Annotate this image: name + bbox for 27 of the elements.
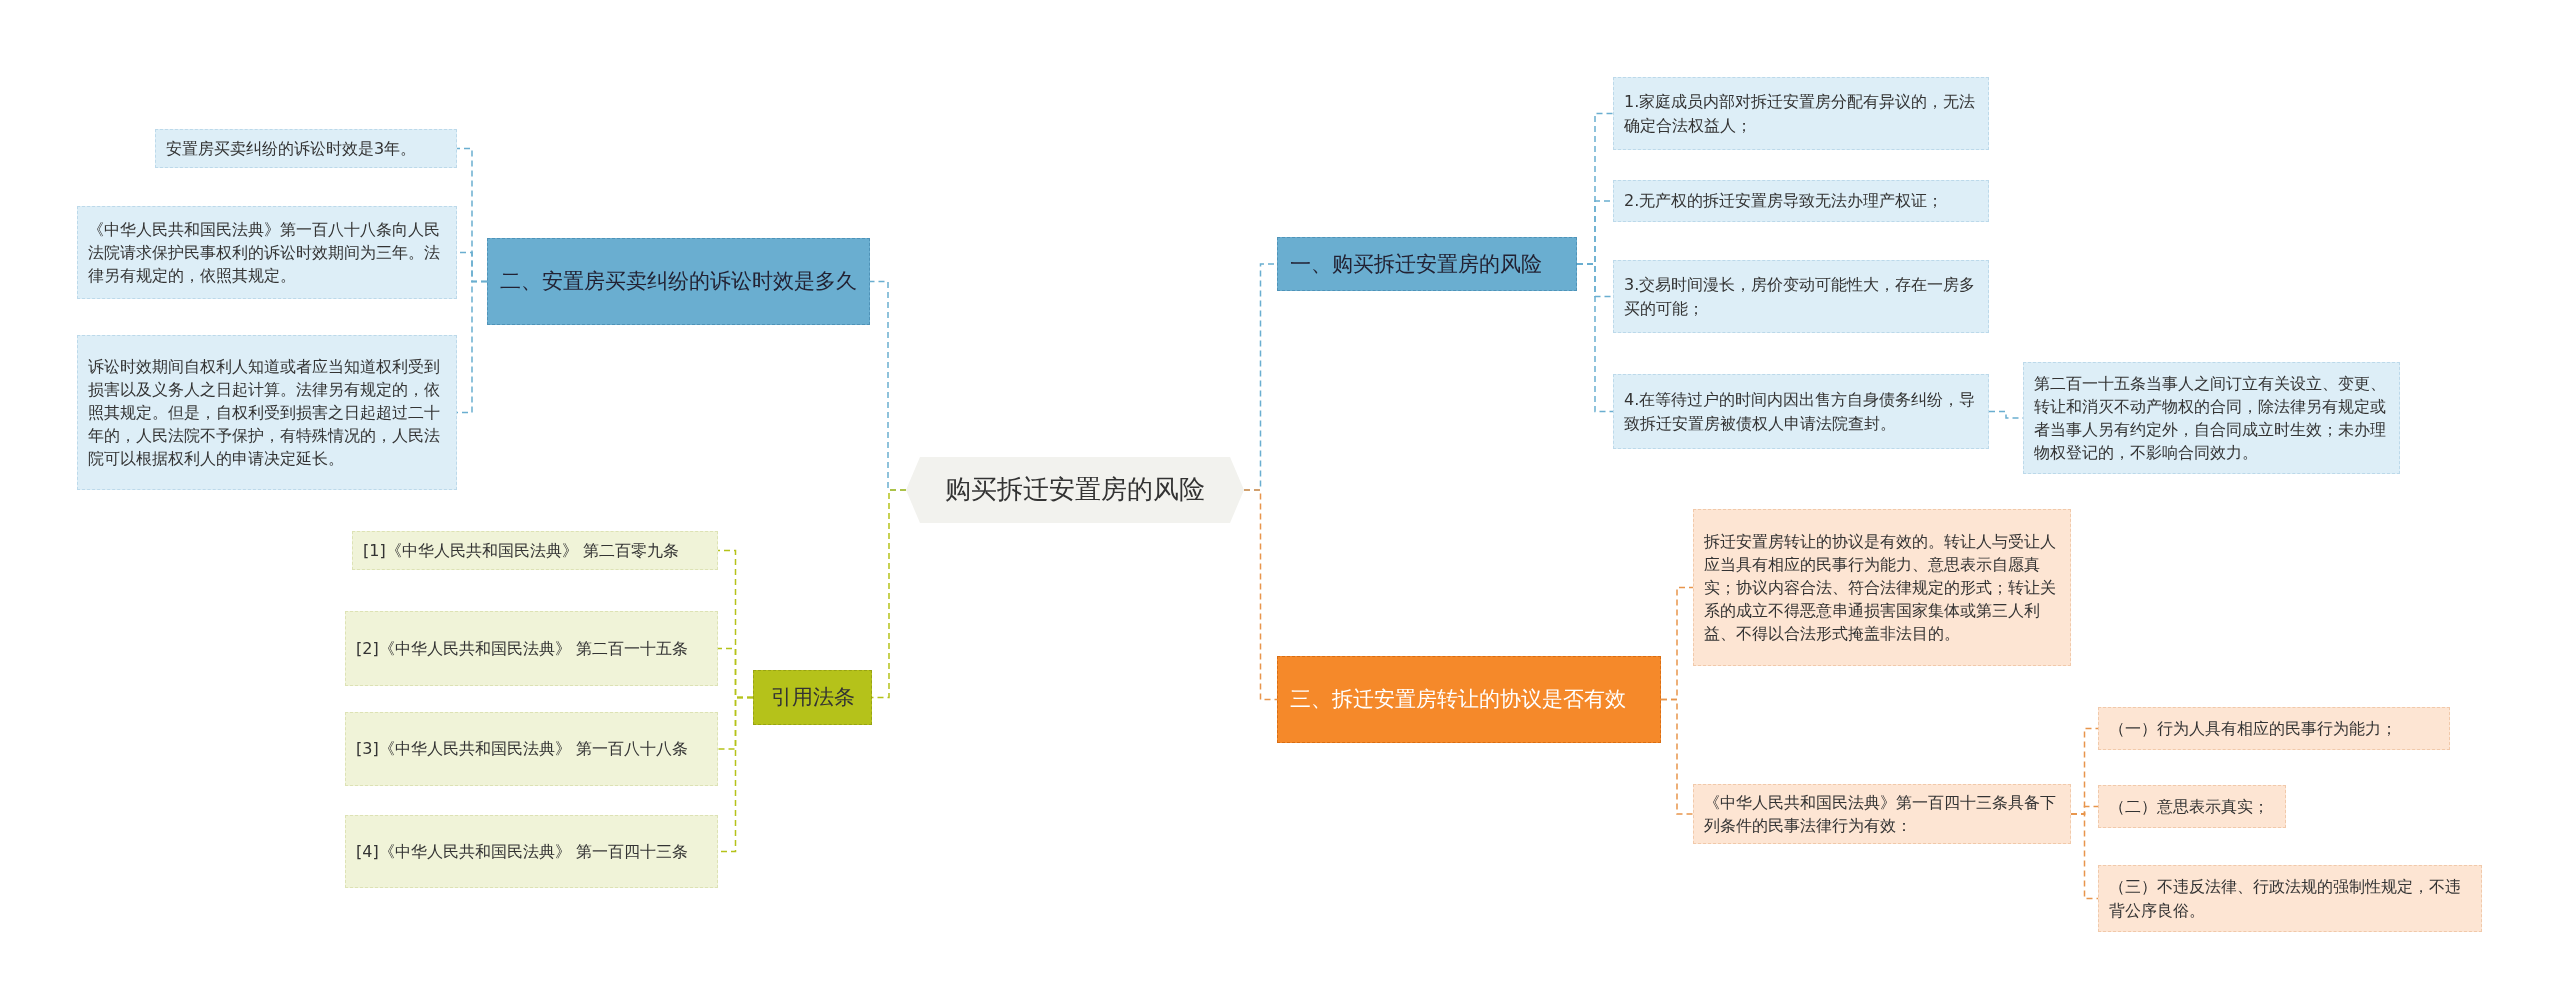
connector-line <box>1576 263 1614 413</box>
connector-line <box>1243 489 1278 701</box>
subtopic-box: （二）意思表示真实； <box>2098 785 2286 828</box>
subtopic-box: 2.无产权的拆迁安置房导致无法办理产权证； <box>1613 180 1989 222</box>
subtopic-box: [3]《中华人民共和国民法典》 第一百八十八条 <box>345 712 718 786</box>
subtopic-box: [1]《中华人民共和国民法典》 第二百零九条 <box>352 531 718 570</box>
subtopic-box: 第二百一十五条当事人之间订立有关设立、变更、转让和消灭不动产物权的合同，除法律另有规定或者当事人另有约定外，自合同成立时生效；未办理物权登记的，不影响合同效力。 <box>2023 362 2400 474</box>
subtopic-box: 3.交易时间漫长，房价变动可能性大，存在一房多买的可能； <box>1613 260 1989 333</box>
connector-line <box>1660 698 1694 815</box>
subtopic-box: 安置房买卖纠纷的诉讼时效是3年。 <box>155 129 457 168</box>
branch-topic: 引用法条 <box>753 670 872 725</box>
connector-line <box>2070 813 2099 900</box>
branch-topic: 一、购买拆迁安置房的风险 <box>1277 237 1577 291</box>
subtopic-box: 《中华人民共和国民法典》第一百四十三条具备下列条件的民事法律行为有效： <box>1693 784 2071 844</box>
subtopic-box: 4.在等待过户的时间内因出售方自身债务纠纷，导致拆迁安置房被债权人申请法院查封。 <box>1613 374 1989 449</box>
central-topic: 购买拆迁安置房的风险 <box>906 457 1244 523</box>
subtopic-box: 1.家庭成员内部对拆迁安置房分配有异议的，无法确定合法权益人； <box>1613 77 1989 150</box>
branch-topic: 三、拆迁安置房转让的协议是否有效 <box>1277 656 1661 743</box>
subtopic-box: （一）行为人具有相应的民事行为能力； <box>2098 707 2450 750</box>
subtopic-box: 拆迁安置房转让的协议是有效的。转让人与受让人应当具有相应的民事行为能力、意思表示自愿真实；协议内容合法、符合法律规定的形式；转让关系的成立不得恶意串通损害国家集体或第三人利益、不得以合法形式掩盖非法目的。 <box>1693 509 2071 666</box>
subtopic-box: [4]《中华人民共和国民法典》 第一百四十三条 <box>345 815 718 888</box>
branch-topic: 二、安置房买卖纠纷的诉讼时效是多久 <box>487 238 870 325</box>
connector-line <box>871 489 907 699</box>
subtopic-box: （三）不违反法律、行政法规的强制性规定，不违背公序良俗。 <box>2098 865 2482 932</box>
subtopic-box: [2]《中华人民共和国民法典》 第二百一十五条 <box>345 611 718 686</box>
subtopic-box: 《中华人民共和国民法典》第一百八十八条向人民法院请求保护民事权利的诉讼时效期间为三年。法律另有规定的，依照其规定。 <box>77 206 457 299</box>
subtopic-box: 诉讼时效期间自权利人知道或者应当知道权利受到损害以及义务人之日起计算。法律另有规定的，依照其规定。但是，自权利受到损害之日起超过二十年的，人民法院不予保护，有特殊情况的，人民法院可以根据权利人的申请决定延长。 <box>77 335 457 490</box>
